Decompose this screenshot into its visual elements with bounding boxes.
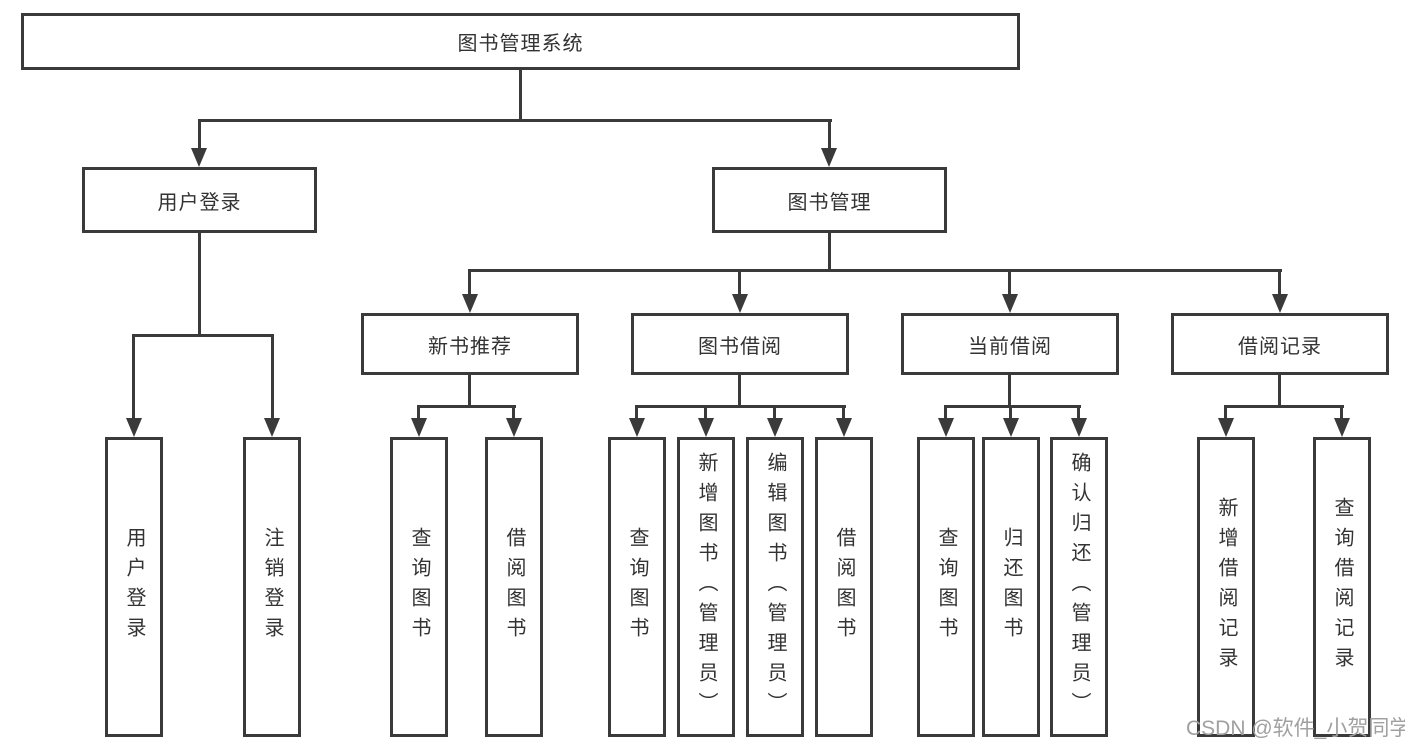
connector-hline <box>132 334 274 337</box>
leaf-user-login: 用户登录 <box>105 437 163 737</box>
arrowhead-down-icon <box>506 418 522 437</box>
connector-vline <box>944 405 947 420</box>
connector-vline <box>1224 405 1227 420</box>
leaf-query-books-current: 查询图书 <box>917 437 975 737</box>
node-label: 查询图书 <box>626 527 648 647</box>
node-label: 查询图书 <box>408 527 430 647</box>
arrowhead-down-icon <box>1071 418 1087 437</box>
connector-vline <box>198 119 201 150</box>
leaf-borrow-books-recommend: 借阅图书 <box>485 437 543 737</box>
node-label: 图书管理 <box>787 191 872 214</box>
arrowhead-down-icon <box>938 418 954 437</box>
connector-vline <box>198 233 201 337</box>
leaf-query-books-recommend: 查询图书 <box>390 437 448 737</box>
leaf-return-book: 归还图书 <box>982 437 1040 737</box>
leaf-edit-book-admin: 编辑图书（管理员） <box>746 437 804 737</box>
node-label: 图书借阅 <box>698 335 782 358</box>
node-book-management: 图书管理 <box>712 167 947 233</box>
node-label: 新增借阅记录 <box>1215 497 1237 677</box>
arrowhead-down-icon <box>1272 294 1288 313</box>
node-label: 借阅记录 <box>1238 335 1322 358</box>
arrowhead-down-icon <box>191 148 207 167</box>
connector-vline <box>842 405 845 420</box>
arrowhead-down-icon <box>836 418 852 437</box>
arrowhead-down-icon <box>1003 418 1019 437</box>
node-user-login: 用户登录 <box>82 167 317 233</box>
connector-hline <box>417 405 516 408</box>
csdn-watermark: CSDN @软件_小贺同学 <box>1186 717 1405 740</box>
leaf-logout: 注销登录 <box>243 437 301 737</box>
connector-hline <box>635 405 846 408</box>
connector-vline <box>132 334 135 420</box>
node-label: 用户登录 <box>123 527 145 647</box>
node-label: 确认归还（管理员） <box>1068 452 1090 722</box>
connector-vline <box>773 405 776 420</box>
node-new-book-recommendation: 新书推荐 <box>361 313 579 375</box>
node-label: 编辑图书（管理员） <box>764 452 786 722</box>
node-label: 当前借阅 <box>968 335 1052 358</box>
connector-vline <box>738 269 741 296</box>
connector-vline <box>1008 375 1011 408</box>
leaf-query-borrow-record: 查询借阅记录 <box>1313 437 1371 737</box>
connector-vline <box>635 405 638 420</box>
connector-vline <box>1340 405 1343 420</box>
arrowhead-down-icon <box>1002 294 1018 313</box>
connector-vline <box>512 405 515 420</box>
leaf-add-book-admin: 新增图书（管理员） <box>677 437 735 737</box>
connector-vline <box>738 375 741 408</box>
node-borrowing-records: 借阅记录 <box>1171 313 1389 375</box>
connector-vline <box>1077 405 1080 420</box>
connector-vline <box>828 119 831 150</box>
arrowhead-down-icon <box>411 418 427 437</box>
leaf-confirm-return-admin: 确认归还（管理员） <box>1050 437 1108 737</box>
arrowhead-down-icon <box>732 294 748 313</box>
connector-vline <box>519 70 522 122</box>
arrowhead-down-icon <box>1218 418 1234 437</box>
node-label: 新书推荐 <box>428 335 512 358</box>
node-label: 用户登录 <box>157 191 242 214</box>
connector-vline <box>271 334 274 420</box>
arrowhead-down-icon <box>821 148 837 167</box>
node-label: 图书管理系统 <box>457 33 584 55</box>
connector-vline <box>468 269 471 296</box>
arrowhead-down-icon <box>698 418 714 437</box>
node-label: 新增图书（管理员） <box>695 452 717 722</box>
connector-vline <box>1008 269 1011 296</box>
leaf-query-books-borrowing: 查询图书 <box>608 437 666 737</box>
node-current-borrowing: 当前借阅 <box>901 313 1119 375</box>
connector-vline <box>1278 269 1281 296</box>
connector-vline <box>1009 405 1012 420</box>
connector-vline <box>417 405 420 420</box>
arrowhead-down-icon <box>629 418 645 437</box>
connector-vline <box>704 405 707 420</box>
connector-hline <box>198 119 832 122</box>
node-label: 查询借阅记录 <box>1331 497 1353 677</box>
node-label: 归还图书 <box>1000 527 1022 647</box>
arrowhead-down-icon <box>126 418 142 437</box>
connector-vline <box>1278 375 1281 408</box>
node-label: 借阅图书 <box>503 527 525 647</box>
connector-vline <box>828 233 831 272</box>
leaf-add-borrow-record: 新增借阅记录 <box>1197 437 1255 737</box>
node-label: 注销登录 <box>261 527 283 647</box>
node-label: 借阅图书 <box>833 527 855 647</box>
leaf-borrow-books-borrowing: 借阅图书 <box>815 437 873 737</box>
connector-vline <box>468 375 471 408</box>
arrowhead-down-icon <box>767 418 783 437</box>
node-book-management-system: 图书管理系统 <box>21 13 1020 70</box>
connector-hline <box>1224 405 1344 408</box>
arrowhead-down-icon <box>1334 418 1350 437</box>
connector-hline <box>468 269 1282 272</box>
arrowhead-down-icon <box>462 294 478 313</box>
connector-hline <box>944 405 1081 408</box>
node-book-borrowing: 图书借阅 <box>631 313 849 375</box>
node-label: 查询图书 <box>935 527 957 647</box>
arrowhead-down-icon <box>264 418 280 437</box>
